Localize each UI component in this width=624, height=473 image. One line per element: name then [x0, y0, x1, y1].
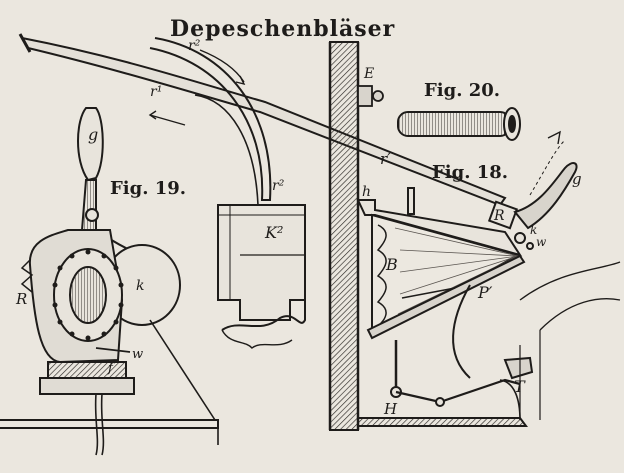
label-k-fig19: k — [136, 278, 144, 294]
label-r-fig19: R — [15, 290, 27, 308]
label-g-fig19: g — [88, 125, 98, 144]
label-b: B — [385, 255, 398, 274]
label-h-small: h — [362, 184, 371, 200]
label-w-fig19: w — [132, 347, 143, 362]
label-r-fig18: R — [493, 208, 505, 224]
label-e: E — [363, 66, 374, 82]
label-r2-top: r² — [188, 38, 201, 54]
label-f-fig19: f — [107, 361, 115, 376]
switch-e — [357, 85, 384, 107]
wall — [329, 41, 359, 431]
label-r1-left: r¹ — [150, 84, 162, 100]
label-k2: K² — [264, 223, 283, 242]
fig19-caption: Fig. 19. — [110, 178, 186, 199]
fig20-cartridge — [397, 107, 521, 141]
label-k-fig18: k — [530, 223, 537, 237]
label-r2-tube: r² — [272, 178, 285, 194]
fig18-valve — [487, 130, 578, 250]
label-t: T — [514, 377, 526, 396]
fig19-handset — [0, 107, 219, 456]
label-w-fig18: w — [536, 235, 547, 249]
plate-title: Depeschenbläser — [170, 16, 395, 42]
label-p-prime: P′ — [477, 283, 493, 302]
label-r-prime: r′ — [380, 150, 391, 168]
fig18-caption: Fig. 18. — [432, 162, 508, 183]
label-g-fig18: g — [572, 170, 582, 188]
fig18-blower — [356, 187, 621, 427]
k2-receiver-box — [217, 204, 306, 349]
fig20-caption: Fig. 20. — [424, 80, 500, 101]
label-h-big: H — [383, 400, 398, 418]
